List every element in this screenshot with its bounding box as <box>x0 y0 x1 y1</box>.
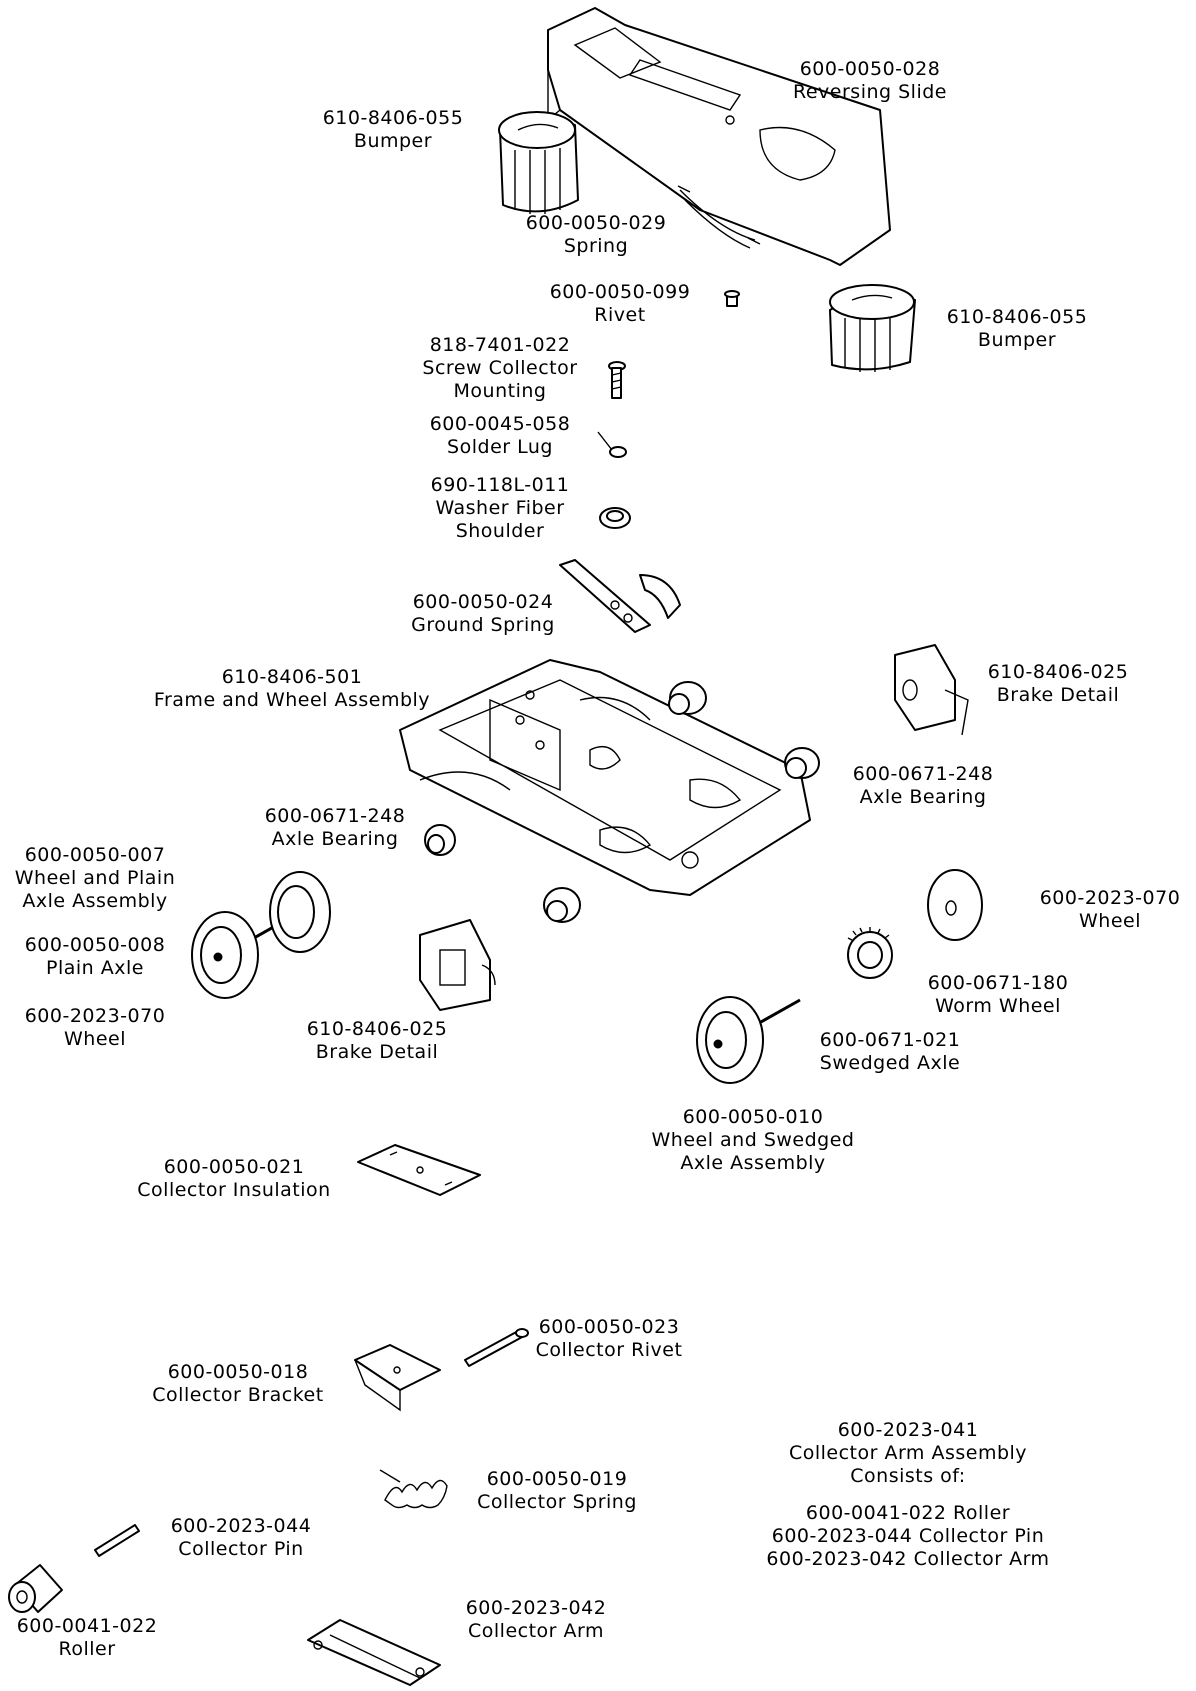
assembly-note-item: 600-2023-042 Collector Arm <box>766 1548 1050 1570</box>
bumper-right-part <box>829 284 916 372</box>
wheel-right-part <box>927 869 983 941</box>
assembly-note-subtitle: Consists of: <box>850 1465 966 1487</box>
wheel-plain-axle-part <box>191 871 331 999</box>
ground-spring-part <box>559 559 681 633</box>
assembly-note-item: 600-2023-044 Collector Pin <box>771 1525 1045 1547</box>
brake-left-part <box>419 919 496 1011</box>
assembly-note-title: Collector Arm Assembly <box>788 1442 1028 1464</box>
reversing-slide-part <box>547 7 891 266</box>
collector-insulation-part <box>357 1144 481 1196</box>
spring-part <box>677 185 761 249</box>
wheel-swedged-axle-part <box>696 996 801 1084</box>
screw-part <box>608 361 626 399</box>
bearing-lower-part <box>543 887 581 923</box>
rivet-part <box>724 290 740 307</box>
frame-part <box>399 659 811 896</box>
solder-lug-part <box>597 431 627 458</box>
bearing-top-part <box>668 681 707 715</box>
brake-right-part <box>894 644 969 736</box>
collector-bracket-part <box>354 1344 441 1412</box>
collector-pin-part <box>94 1524 140 1557</box>
assembly-note: 600-2023-041 Collector Arm Assembly Cons… <box>766 1419 1049 1571</box>
washer-part <box>599 507 631 529</box>
assembly-note-item: 600-0041-022 Roller <box>805 1502 1011 1524</box>
roller-part <box>8 1564 63 1613</box>
worm-wheel-part <box>847 927 893 979</box>
bearing-right-part <box>784 747 820 779</box>
collector-rivet-part <box>464 1328 529 1367</box>
assembly-note-part: 600-2023-041 <box>837 1419 979 1441</box>
collector-arm-part <box>307 1619 441 1686</box>
collector-spring-part <box>379 1469 448 1509</box>
bearing-left-part <box>424 824 456 856</box>
bumper-left-part <box>498 111 579 214</box>
